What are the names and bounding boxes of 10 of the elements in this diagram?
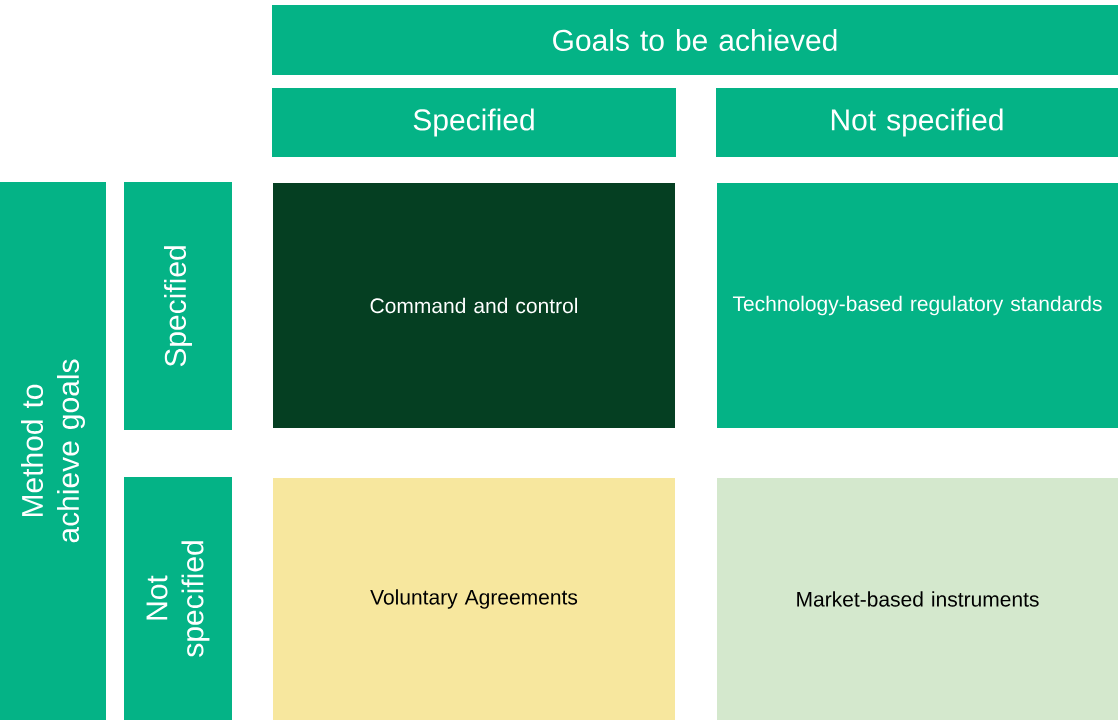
quadrant-cell: Voluntary Agreements: [273, 478, 675, 720]
quadrant-cell: Market-based instruments: [717, 478, 1118, 720]
column-header: Goals to be achieved: [272, 5, 1118, 75]
quadrant-cell: Technology-based regulatory standards: [717, 183, 1118, 428]
row-header: Specified: [124, 182, 232, 430]
row-header: Method to achieve goals: [0, 182, 106, 720]
row-header: Not specified: [124, 477, 232, 720]
column-header: Not specified: [716, 88, 1118, 157]
quadrant-cell: Command and control: [273, 183, 675, 428]
column-header: Specified: [272, 88, 676, 157]
